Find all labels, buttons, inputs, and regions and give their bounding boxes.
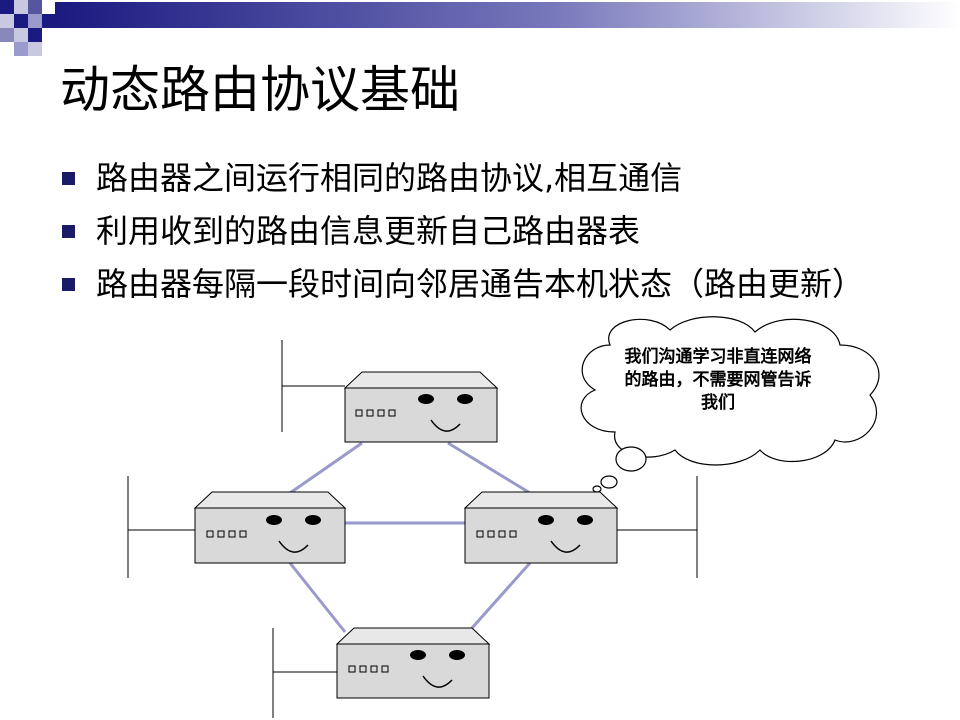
- bullet-item: 路由器每隔一段时间向邻居通告本机状态（路由更新）: [62, 264, 886, 304]
- bullet-list: 路由器之间运行相同的路由协议,相互通信 利用收到的路由信息更新自己路由器表 路由…: [62, 158, 922, 317]
- thought-bubble-text: 我们沟通学习非直连网络的路由，不需要网管告诉我们: [624, 347, 812, 413]
- router-links: [288, 441, 532, 633]
- router-left: [193, 491, 347, 564]
- header-decoration: [0, 0, 960, 56]
- router-right: [463, 491, 619, 564]
- lan-segments: [127, 340, 698, 718]
- bullet-text: 路由器之间运行相同的路由协议,相互通信: [96, 159, 683, 197]
- bullet-square-icon: [62, 225, 75, 238]
- bullet-text: 利用收到的路由信息更新自己路由器表: [96, 212, 641, 250]
- bullet-item: 利用收到的路由信息更新自己路由器表: [62, 211, 922, 251]
- bullet-item: 路由器之间运行相同的路由协议,相互通信: [62, 158, 922, 198]
- slide-title: 动态路由协议基础: [60, 61, 460, 119]
- bullet-square-icon: [62, 172, 75, 185]
- bullet-square-icon: [62, 278, 75, 291]
- thought-bubble: [580, 316, 880, 493]
- router-bottom: [335, 627, 491, 699]
- router-top: [343, 371, 499, 443]
- bullet-text: 路由器每隔一段时间向邻居通告本机状态（路由更新）: [96, 265, 865, 303]
